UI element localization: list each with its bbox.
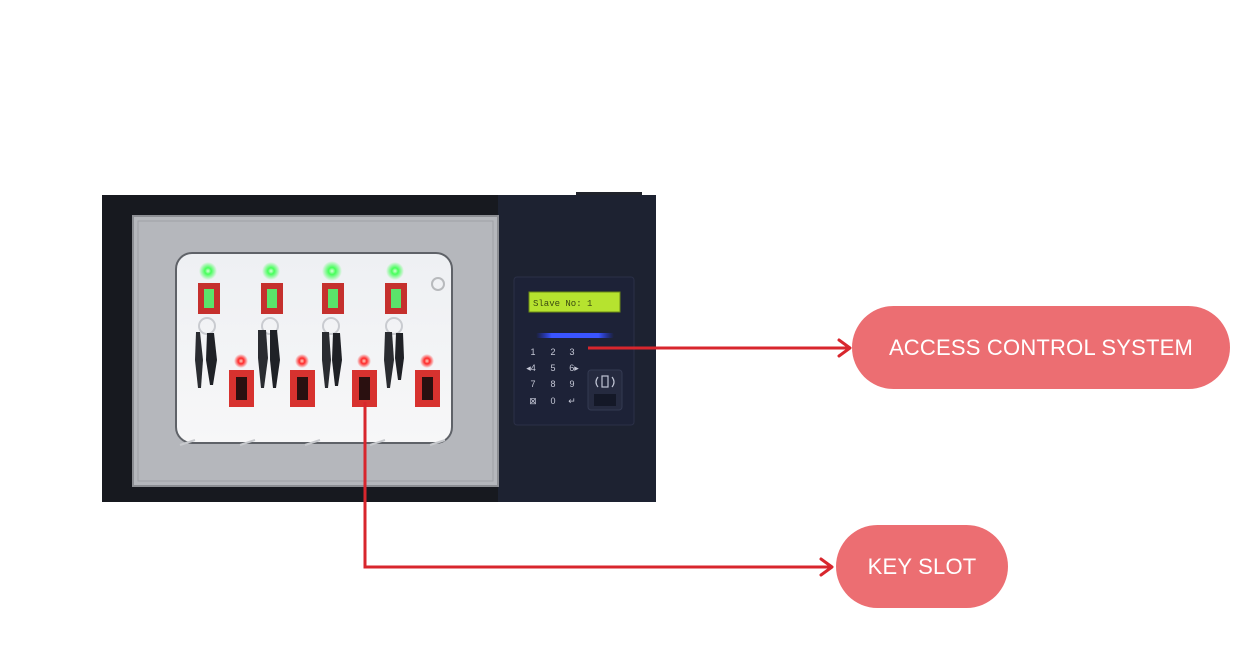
key-slot-occupied-3 [322, 261, 344, 388]
keypad-key[interactable]: ◂4 [526, 363, 536, 373]
key-icon [384, 332, 394, 388]
key-ring [322, 317, 340, 335]
key-slot-arrow [363, 402, 834, 577]
slot-opening [236, 377, 247, 400]
lcd-text: Slave No: 1 [533, 299, 592, 309]
key-icon [270, 330, 280, 388]
key-icon [195, 332, 203, 388]
key-slot-occupied-2 [258, 262, 283, 388]
keypad[interactable]: 1 2 3 ◂4 5 6▸ 7 8 9 ⊠ 0 ↵ [526, 347, 579, 406]
led-green [386, 262, 404, 280]
cabinet: Slave No: 1 1 2 3 ◂4 5 6▸ 7 8 9 ⊠ 0 ↵ [102, 192, 656, 502]
led-green [262, 262, 280, 280]
access-control-system-label: ACCESS CONTROL SYSTEM [852, 306, 1230, 389]
slot-opening [359, 377, 370, 400]
led-green [322, 261, 342, 281]
slot-tag [328, 289, 338, 308]
keypad-key[interactable]: 6▸ [569, 363, 579, 373]
lock-knob [431, 277, 445, 291]
key-slot-label: KEY SLOT [836, 525, 1008, 608]
led-red [295, 354, 309, 368]
key-slot-occupied-4 [384, 262, 407, 388]
slot-tag [267, 289, 277, 308]
key-ring [385, 317, 403, 335]
key-slot-empty-1 [229, 354, 254, 407]
door-frame-inner [137, 220, 494, 482]
led-green [199, 262, 217, 280]
slot-rail-markers [179, 439, 446, 446]
key-slot-empty-2 [290, 354, 315, 407]
key-icon [206, 333, 217, 385]
keypad-key[interactable]: 9 [569, 379, 574, 389]
slot-tag [391, 289, 401, 308]
keypad-key[interactable]: ⊠ [529, 396, 537, 406]
key-icon [332, 333, 342, 386]
keypad-key[interactable]: 3 [569, 347, 574, 357]
rfid-reader-icon[interactable] [587, 369, 623, 411]
slot-opening [297, 377, 308, 400]
keypad-key[interactable]: 0 [550, 396, 555, 406]
lcd-display [528, 291, 621, 313]
key-icon [395, 333, 404, 380]
key-icon [322, 332, 331, 388]
keypad-key[interactable]: 1 [530, 347, 535, 357]
keypad-key[interactable]: 2 [550, 347, 555, 357]
keypad-key[interactable]: 5 [550, 363, 555, 373]
status-light-strip [536, 333, 614, 338]
keypad-key[interactable]: 7 [530, 379, 535, 389]
led-red [234, 354, 248, 368]
keypad-key[interactable]: ↵ [568, 396, 576, 406]
glass-window [175, 252, 453, 444]
key-icon [258, 330, 268, 388]
keypad-key[interactable]: 8 [550, 379, 555, 389]
key-slot-empty-4 [415, 354, 440, 407]
key-slot-empty-3 [352, 354, 377, 407]
slot-tag [204, 289, 214, 308]
key-slot-occupied-1 [195, 262, 220, 388]
slot-opening [422, 377, 433, 400]
led-red [357, 354, 371, 368]
led-red [420, 354, 434, 368]
